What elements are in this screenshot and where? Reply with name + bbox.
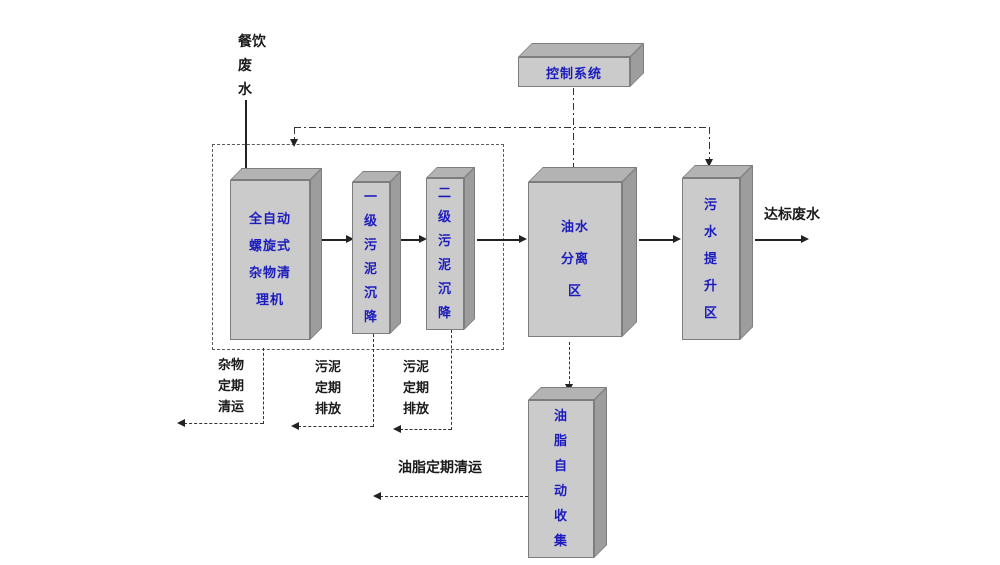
box-side-face xyxy=(390,171,401,334)
sludge-discharge-1-hline xyxy=(298,426,373,427)
sludge-settling-2-label: 二 级 污 泥 沉 降 xyxy=(437,186,452,321)
control-line-right xyxy=(709,127,711,159)
grease-drop-line xyxy=(569,342,570,384)
grease-collection-box: 油 脂 自 动 收 集 xyxy=(528,387,607,558)
sewage-lifting-box: 污 水 提 升 区 xyxy=(682,165,753,340)
flow-arrowhead-sludge2-to-oilwater xyxy=(519,235,527,243)
flow-line-sludge2-to-oilwater xyxy=(477,239,519,241)
sludge-settling-1-label: 一 级 污 泥 沉 降 xyxy=(363,190,378,325)
flow-line-outlet xyxy=(755,239,801,241)
debris-removal-hline xyxy=(184,423,263,424)
flow-arrowhead-sludge1-to-sludge2 xyxy=(419,235,427,243)
debris-removal-vline xyxy=(263,348,264,424)
box-side-face xyxy=(310,168,322,340)
sludge-settling-2-box: 二 级 污 泥 沉 降 xyxy=(426,167,475,330)
flow-arrowhead-outlet xyxy=(801,235,809,243)
sludge-discharge-1-label: 污泥 定期 排放 xyxy=(315,360,342,417)
grease-removal-hline xyxy=(380,496,528,497)
inlet-flow-line xyxy=(245,100,247,168)
box-top-face xyxy=(528,167,637,182)
flow-arrowhead-oilwater-to-lifting xyxy=(673,235,681,243)
box-side-face xyxy=(594,387,607,558)
flow-line-oilwater-to-lifting xyxy=(639,239,673,241)
box-side-face xyxy=(740,165,753,340)
oil-water-separation-box: 油水 分离 区 xyxy=(528,167,637,337)
control-line-center xyxy=(573,88,575,172)
control-system-label: 控制系统 xyxy=(545,66,602,82)
box-side-face xyxy=(622,167,637,337)
sludge-discharge-1-arrowhead xyxy=(291,422,299,430)
outlet-compliant-wastewater-label: 达标废水 xyxy=(764,207,820,223)
box-top-face xyxy=(230,168,322,180)
control-arrowhead-right xyxy=(705,159,713,167)
box-side-face xyxy=(464,167,475,330)
debris-removal-arrowhead xyxy=(177,419,185,427)
grease-removal-label: 油脂定期清运 xyxy=(398,460,482,476)
screw-machine-label: 全自动 螺旋式 杂物清 理机 xyxy=(248,212,291,308)
sewage-lifting-label: 污 水 提 升 区 xyxy=(703,197,718,321)
sludge-discharge-2-vline xyxy=(451,330,452,430)
flow-arrowhead-screw-to-sludge1 xyxy=(346,235,354,243)
flow-line-screw-to-sludge1 xyxy=(314,239,346,241)
sludge-settling-1-box: 一 级 污 泥 沉 降 xyxy=(352,171,401,334)
sludge-discharge-1-vline xyxy=(373,334,374,427)
pretreatment-dashed-boundary xyxy=(212,144,504,350)
screw-machine-box: 全自动 螺旋式 杂物清 理机 xyxy=(230,168,322,340)
control-line-horizontal xyxy=(294,127,710,129)
debris-removal-label: 杂物 定期 清运 xyxy=(218,358,245,415)
flow-line-sludge1-to-sludge2 xyxy=(401,239,419,241)
inlet-wastewater-label: 餐饮 废 水 xyxy=(238,34,266,98)
control-system-box: 控制系统 xyxy=(518,43,644,87)
grease-removal-arrowhead xyxy=(373,492,381,500)
sludge-discharge-2-arrowhead xyxy=(393,425,401,433)
control-arrowhead-left xyxy=(290,139,298,147)
sludge-discharge-2-label: 污泥 定期 排放 xyxy=(403,360,430,417)
oil-water-separation-label: 油水 分离 区 xyxy=(560,219,589,299)
box-top-face xyxy=(518,43,644,57)
grease-collection-label: 油 脂 自 动 收 集 xyxy=(553,409,568,549)
sludge-discharge-2-hline xyxy=(400,429,451,430)
control-line-left xyxy=(294,127,296,139)
